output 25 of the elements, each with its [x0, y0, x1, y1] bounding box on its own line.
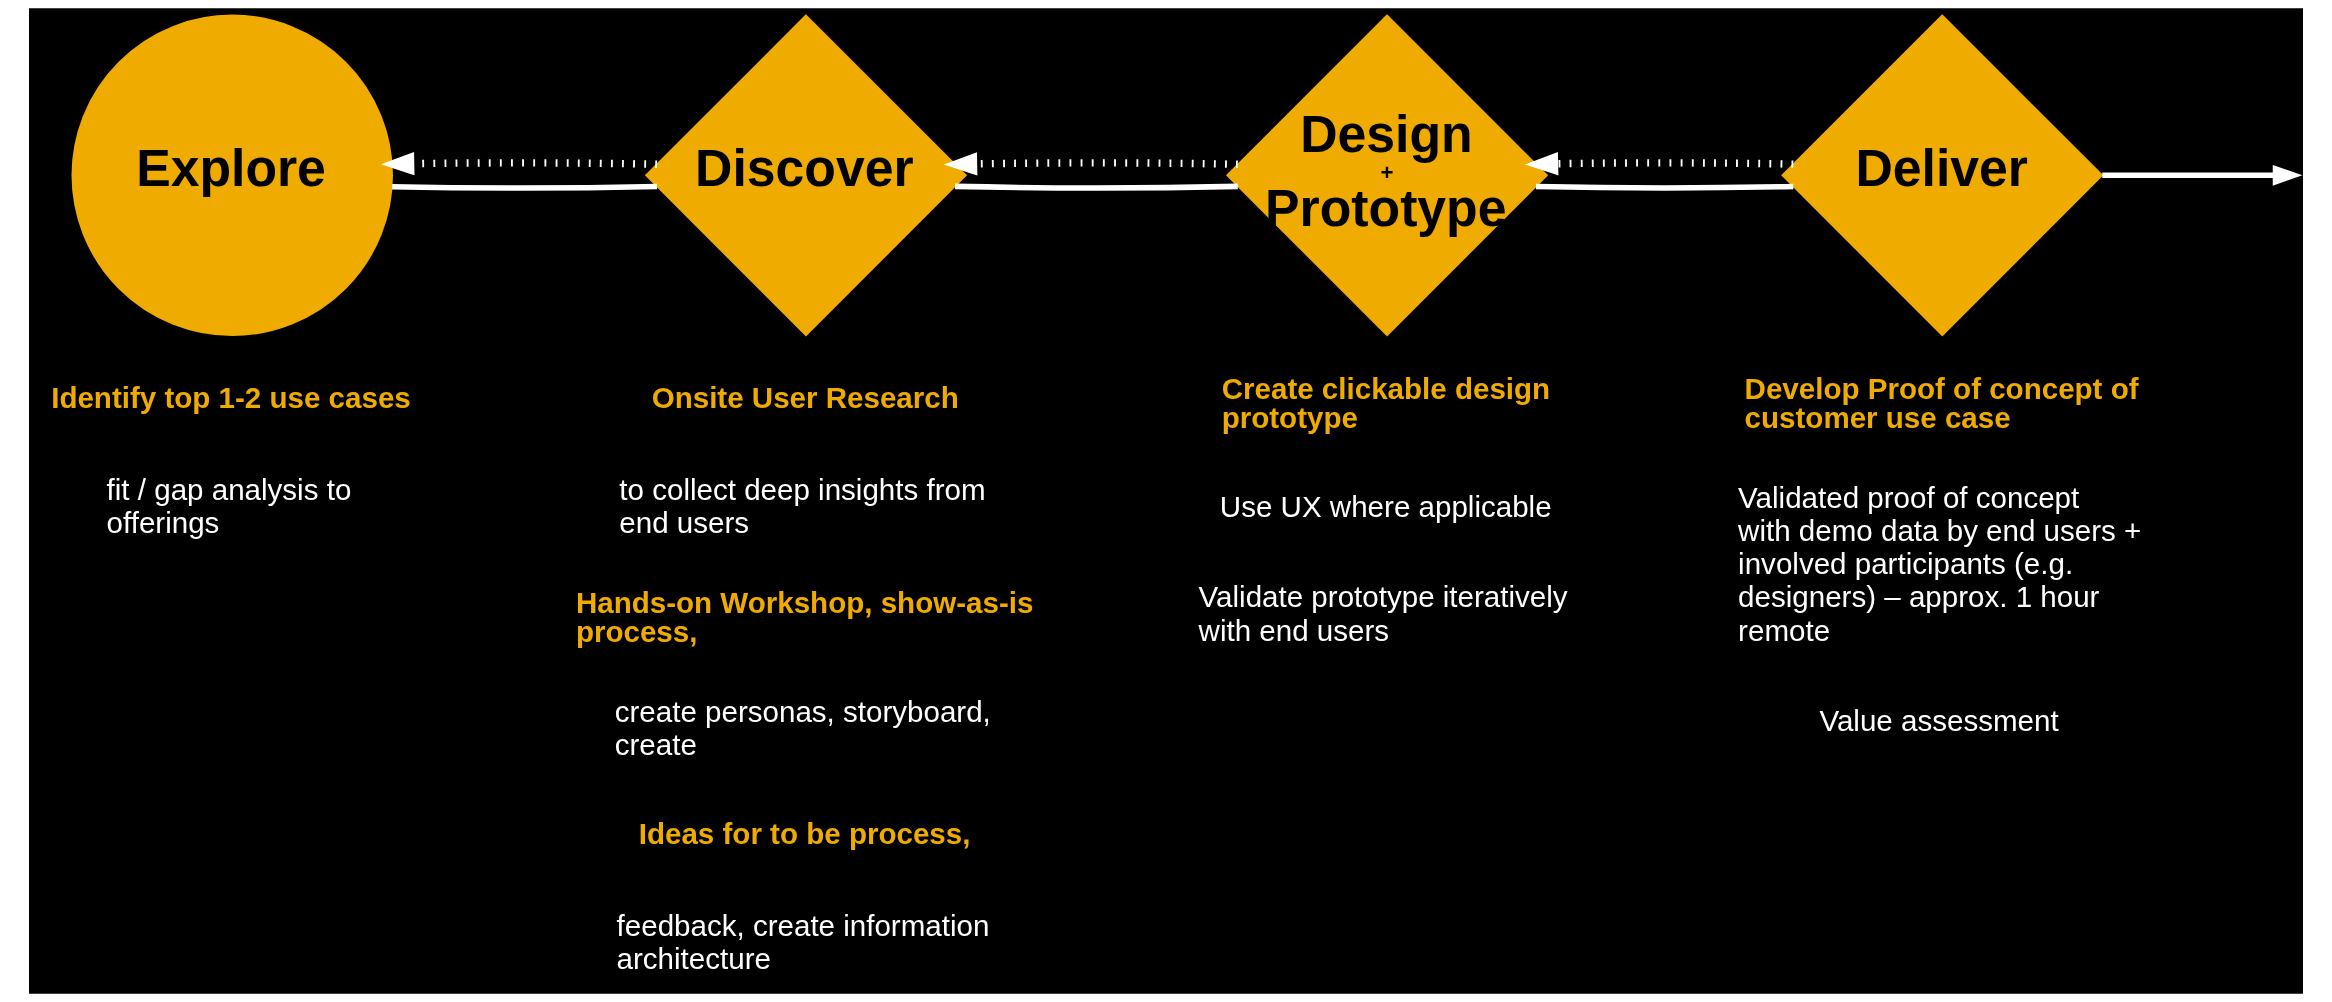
- arrow: [2102, 164, 2303, 186]
- label: Identify top 1-2 use cases: [51, 380, 411, 414]
- node-diamond: Discover: [644, 14, 968, 337]
- connector: [392, 183, 658, 191]
- label: Create clickable design prototype: [1221, 371, 1551, 435]
- label: feedback, create information architecture: [616, 909, 990, 976]
- label: Ideas for to be process,: [638, 816, 971, 850]
- label: Value assessment: [1819, 704, 2059, 738]
- arrow: [1524, 152, 1794, 176]
- label: to collect deep insights from end users: [619, 473, 986, 540]
- label: Validate prototype iteratively with end users: [1198, 580, 1568, 647]
- node-circle: Explore: [71, 14, 393, 337]
- connector: [954, 183, 1238, 191]
- label: Develop Proof of concept of customer use case: [1744, 371, 2139, 435]
- label: fit / gap analysis to offerings: [106, 473, 352, 540]
- label: Onsite User Research: [651, 380, 959, 414]
- label: Hands-on Workshop, show-as-is process,: [575, 585, 1034, 649]
- node-diamond: Design + Prototype: [1225, 14, 1549, 337]
- connector: [1535, 183, 1794, 191]
- label: Use UX where applicable: [1219, 489, 1552, 523]
- label: Validated proof of concept with demo data by end users + involved participants (e.g. designers) – approx. 1 hour remote: [1738, 480, 2142, 647]
- node-diamond: Deliver: [1781, 14, 2104, 337]
- arrow: [380, 152, 658, 176]
- arrow: [943, 152, 1238, 176]
- label: create personas, storyboard, create: [614, 694, 991, 762]
